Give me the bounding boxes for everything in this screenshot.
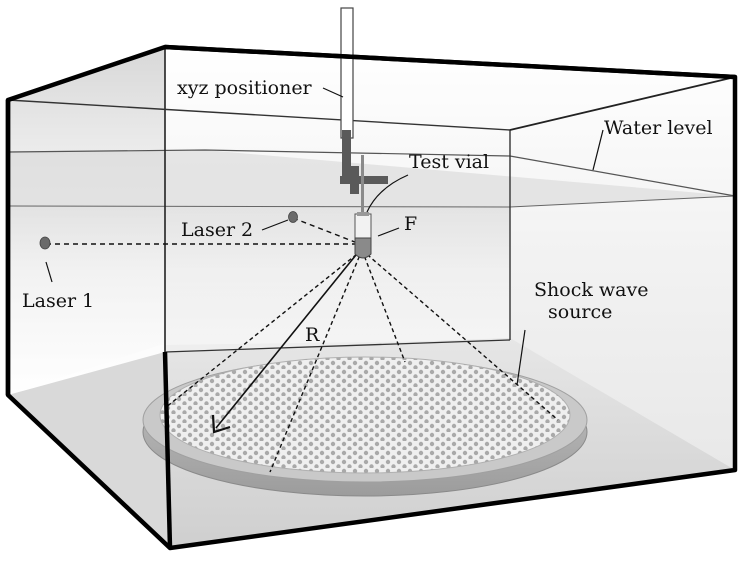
laser-1-icon <box>39 236 51 250</box>
laser-2-icon <box>288 211 298 223</box>
label-xyz-positioner: xyz positioner <box>177 77 313 99</box>
focus-cone-lines <box>164 249 559 473</box>
label-focus: F <box>404 213 417 235</box>
xyz-positioner <box>340 7 388 215</box>
label-laser-2: Laser 2 <box>181 219 253 241</box>
label-shock-wave-source-line2: source <box>548 301 612 323</box>
leader-lines <box>45 87 604 386</box>
tank-front-left-edge <box>162 351 173 549</box>
water-surface <box>7 130 736 340</box>
tank-front-frame <box>5 44 738 551</box>
laser-beams <box>46 217 361 245</box>
label-test-vial: Test vial <box>409 151 489 173</box>
radius-arrow <box>211 249 361 434</box>
tank-back-edges <box>7 47 736 353</box>
shock-wave-source <box>142 356 588 497</box>
label-radius: R <box>305 324 320 346</box>
label-laser-1: Laser 1 <box>22 290 94 312</box>
label-shock-wave-source-line1: Shock wave <box>534 279 648 301</box>
vial-icon <box>354 212 372 259</box>
label-water-level: Water level <box>604 117 713 139</box>
